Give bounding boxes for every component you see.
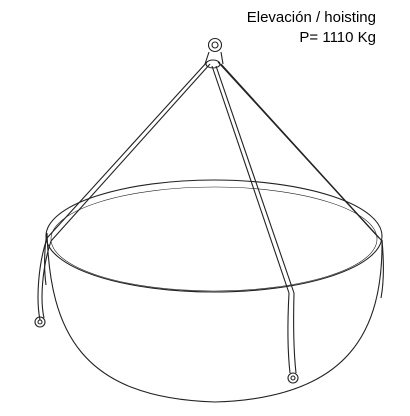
front-eyebolt-icon (287, 372, 299, 384)
hoisting-title: Elevación / hoisting (246, 9, 376, 26)
sling-left (37, 61, 211, 321)
left-eyebolt-icon (34, 316, 46, 328)
shackle-icon (204, 37, 224, 69)
tank-rim (45, 179, 383, 293)
tank-rim-inner (50, 186, 378, 292)
sling-right (217, 61, 383, 242)
weight-label: P= 1110 Kg (299, 29, 376, 46)
hoisting-label: Elevación / hoisting P= 1110 Kg (247, 8, 376, 48)
tank-body (44, 232, 384, 403)
sling-front (211, 65, 297, 374)
